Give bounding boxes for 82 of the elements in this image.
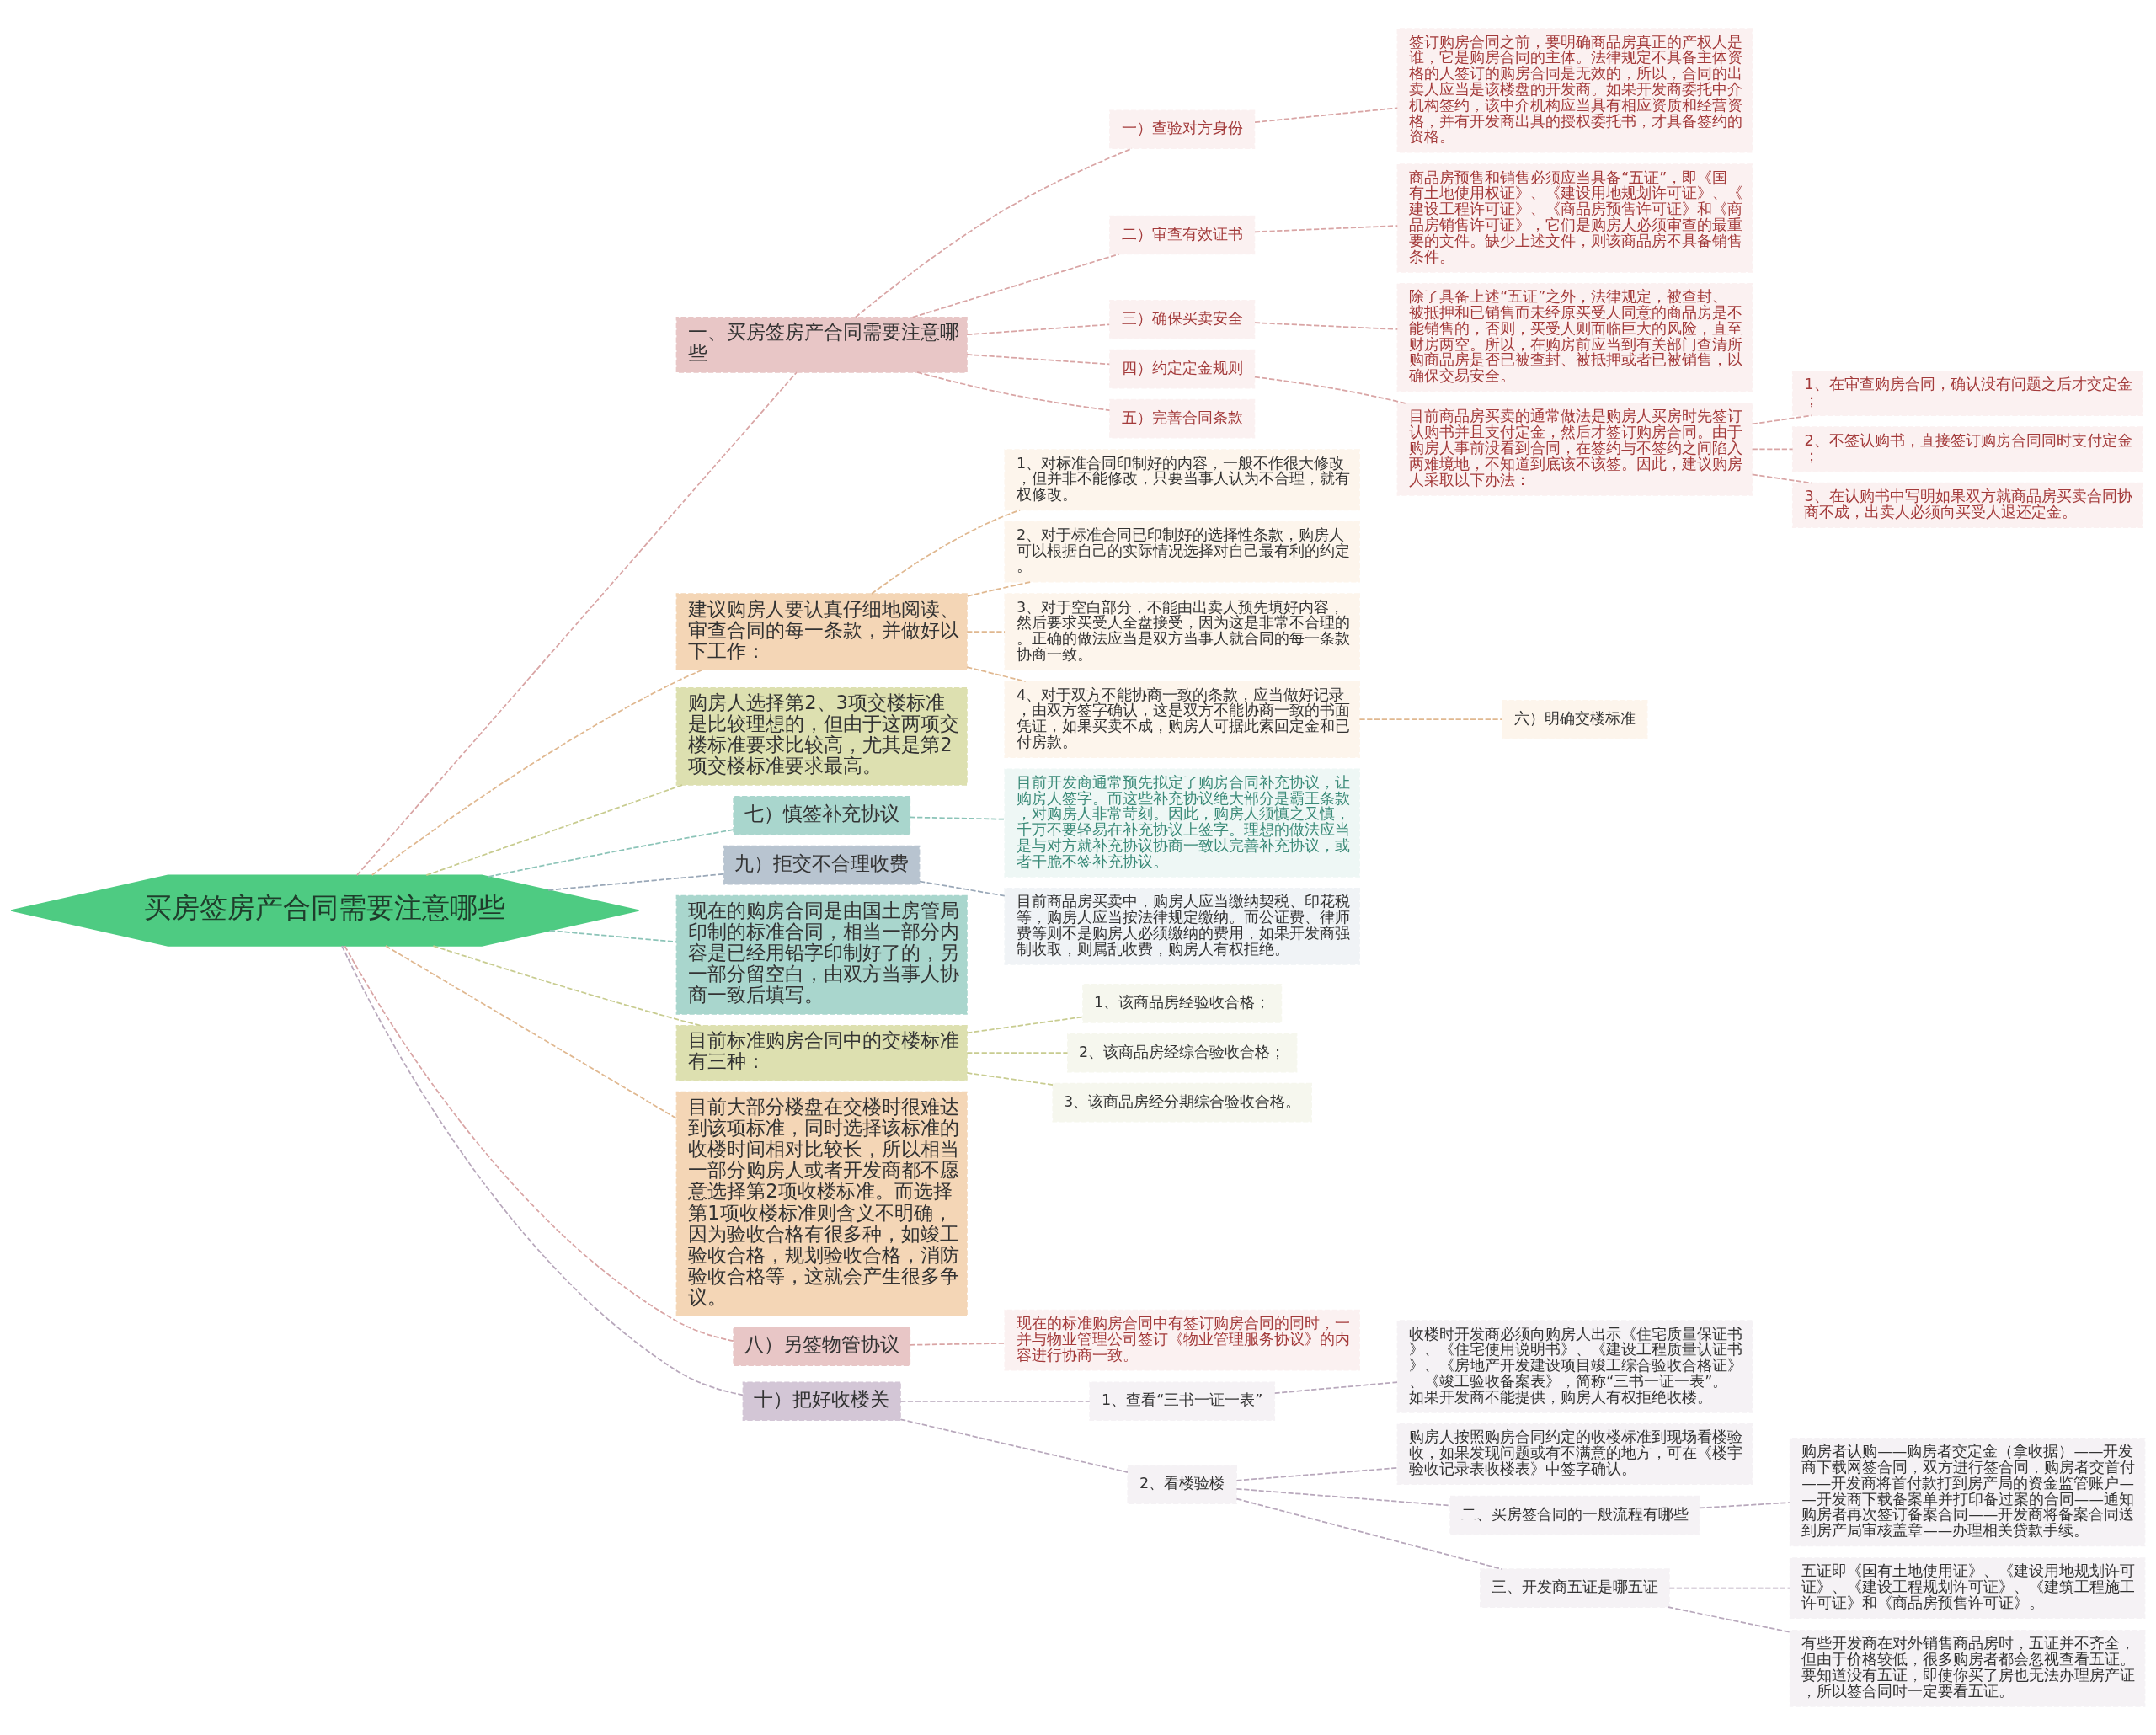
connector bbox=[1254, 376, 1406, 404]
connector bbox=[909, 1342, 1006, 1346]
connector bbox=[548, 930, 677, 943]
node-box: 一、买房签房产合同需要注意哪些 bbox=[675, 317, 968, 373]
connector bbox=[1235, 1497, 1502, 1570]
node-box: 购房者认购——购房者交定金（拿收据）——开发商下载网签合同，双方进行签合同，购房者交首付——开发商将首付款打到房产局的资金监管账户——开发商下载备案单并打印备过案的合同——通知购房者再次签订备案合同——开发商将备案合同送到房产局审核盖章——办理相关贷款手续。 bbox=[1789, 1437, 2146, 1547]
connector bbox=[385, 945, 678, 1119]
node-box: 二）审查有效证书 bbox=[1109, 215, 1256, 255]
node-box: 目前大部分楼盘在交楼时很难达到该项标准，同时选择该标准的收楼时间相对比较长，所以相当一部分购房人或者开发商都不愿意选择第2项收楼标准。而选择第1项收楼标准则含义不明确，因为验收合格有很多种，如竣工验收合格，规划验收合格，消防验收合格等，这就会产生很多争议。 bbox=[675, 1091, 968, 1317]
connector bbox=[966, 1016, 1084, 1034]
node-box: 九）拒交不合理收费 bbox=[723, 845, 921, 885]
connector bbox=[547, 873, 725, 891]
connector bbox=[355, 371, 798, 876]
connector bbox=[909, 816, 1006, 820]
node-box: 一）查验对方身份 bbox=[1109, 109, 1256, 149]
connector bbox=[432, 945, 702, 1027]
node-box: 3、该商品房经分期综合验收合格。 bbox=[1052, 1082, 1312, 1123]
connector bbox=[488, 829, 734, 878]
node-box: 八）另签物管协议 bbox=[733, 1327, 911, 1366]
node-box: 1、查看“三书一证一表” bbox=[1089, 1381, 1276, 1422]
node-box: 3、对于空白部分，不能由出卖人预先填好内容，然后要求买受人全盘接受，因为这是非常不合理的。正确的做法应当是双方当事人就合同的每一条款协商一致。 bbox=[1004, 593, 1360, 671]
node-box: 三）确保买卖安全 bbox=[1109, 299, 1256, 339]
connector bbox=[1751, 414, 1812, 425]
node-box: 2、对于标准合同已印制好的选择性条款，购房人可以根据自己的实际情况选择对自己最有利的约定。 bbox=[1004, 520, 1360, 583]
node-box: 商品房预售和销售必须应当具备“五证”，即《国有土地使用权证》、《建设用地规划许可证》、《建设工程许可证》、《商品房预售许可证》和《商品房销售许可证》，它们是购房人必须审查的最重要的文件。缺少上述文件，则该商品房不具备销售条件。 bbox=[1396, 163, 1753, 273]
node-box: 1、在审查购房合同，确认没有问题之后才交定金； bbox=[1791, 370, 2143, 417]
node-box: 建议购房人要认真仔细地阅读、审查合同的每一条款，并做好以下工作： bbox=[675, 593, 968, 671]
connector bbox=[1699, 1502, 1791, 1509]
node-box: 4、对于双方不能协商一致的条款，应当做好记录，由双方签字确认，这是双方不能协商一致的书面凭证，如果买卖不成，购房人可据此索回定金和已付房款。 bbox=[1004, 681, 1360, 759]
connector bbox=[1668, 1587, 1791, 1589]
connector bbox=[1235, 1467, 1399, 1481]
node-box: 除了具备上述“五证”之外，法律规定，被查封、被抵押和已销售而未经原买受人同意的商品房是不能销售的，否则，买受人则面临巨大的风险，直至财房两空。所以，在购房前应当到有关部门查清所购商品房是否已被查封、被抵押或者已被销售，以确保交易安全。 bbox=[1396, 282, 1753, 392]
node-box: 三、开发商五证是哪五证 bbox=[1480, 1568, 1670, 1608]
connector bbox=[916, 371, 1111, 412]
connector bbox=[966, 1052, 1069, 1054]
node-box: 购房人按照购房合同约定的收楼标准到现场看楼验收，如果发现问题或有不满意的地方，可在《楼宇验收记录表收楼表》中签字确认。 bbox=[1396, 1423, 1753, 1485]
connector bbox=[966, 354, 1111, 366]
connector bbox=[870, 509, 1021, 595]
node-box: 购房人选择第2、3项交楼标准是比较理想的，但由于这两项交楼标准要求比较高，尤其是第2项交楼标准要求最高。 bbox=[675, 686, 968, 786]
node-box: 有些开发商在对外销售商品房时，五证并不齐全，但由于价格较低，很多购房者都会忽视查看五证。要知道没有五证，即使你买了房也无法办理房产证，所以签合同时一定要看五证。 bbox=[1789, 1630, 2146, 1707]
connector bbox=[1751, 473, 1812, 484]
connector bbox=[371, 669, 703, 876]
node-box: 目前标准购房合同中的交楼标准有三种： bbox=[675, 1024, 968, 1081]
connector bbox=[1358, 718, 1503, 721]
node-box: 四）约定定金规则 bbox=[1109, 349, 1256, 389]
connector bbox=[1235, 1487, 1451, 1507]
node-box: 2、该商品房经综合验收合格； bbox=[1066, 1033, 1298, 1073]
node-box: 目前商品房买卖中，购房人应当缴纳契税、印花税等，购房人应当按法律规定缴纳。而公证费、律师费等则不是购房人必须缴纳的费用，如果开发商强制收取，则属乱收费，购房人有权拒绝。 bbox=[1004, 888, 1360, 965]
node-box: 1、对标准合同印制好的内容，一般不作很大修改，但并非不能修改，只要当事人认为不合理，就有权修改。 bbox=[1004, 449, 1360, 511]
node-box: 2、看楼验楼 bbox=[1127, 1465, 1237, 1505]
node-box: 目前开发商通常预先拟定了购房合同补充协议，让购房人签字。而这些补充协议绝大部分是霸王条款，对购房人非常苛刻。因此，购房人须慎之又慎，千万不要轻易在补充协议上签字。理想的做法应当是与对方就补充协议协商一致以完善补充协议，或者干脆不签补充协议。 bbox=[1004, 768, 1360, 878]
connector bbox=[966, 580, 1033, 597]
node-box: 六）明确交楼标准 bbox=[1502, 699, 1648, 739]
connector bbox=[425, 784, 684, 876]
node-box: 现在的标准购房合同中有签订购房合同的同时，一并与物业管理公司签订《物业管理服务协议》的内容进行协商一致。 bbox=[1004, 1309, 1360, 1371]
connector bbox=[911, 253, 1120, 318]
node-box: 二、买房签合同的一般流程有哪些 bbox=[1449, 1495, 1700, 1535]
node-box: 五）完善合同条款 bbox=[1109, 398, 1256, 439]
node-box: 五证即《国有土地使用证》、《建设用地规划许可证》、《建设工程规划许可证》、《建筑工程施工许可证》和《商品房预售许可证》。 bbox=[1789, 1557, 2146, 1620]
connector bbox=[966, 323, 1111, 336]
connector bbox=[1254, 107, 1399, 124]
connector bbox=[1751, 448, 1794, 451]
node-box: 十）把好收楼关 bbox=[742, 1381, 901, 1422]
connector bbox=[1273, 1381, 1398, 1394]
connector bbox=[1668, 1606, 1791, 1633]
connector bbox=[966, 1072, 1054, 1086]
connector bbox=[899, 1418, 1129, 1473]
node-box: 收楼时开发商必须向购房人出示《住宅质量保证书》、《住宅使用说明书》、《建设工程质量认证书》、《房地产开发建设项目竣工综合验收合格证》、《竣工验收备案表》，简称“三书一证一表”。如果开发商不能提供，购房人有权拒绝收楼。 bbox=[1396, 1320, 1753, 1413]
node-box: 目前商品房买卖的通常做法是购房人买房时先签订认购书并且支付定金，然后才签订购房合同。由于购房人事前没看到合同，在签约与不签约之间陷入两难境地，不知道到底该不该签。因此，建议购房人采取以下办法： bbox=[1396, 403, 1753, 496]
connector bbox=[966, 666, 1027, 682]
node-box: 现在的购房合同是由国土房管局印制的标准合同，相当一部分内容是已经用铅字印制好了的，另一部分留空白，由双方当事人协商一致后填写。 bbox=[675, 894, 968, 1015]
connector bbox=[919, 880, 1006, 897]
node-box: 签订购房合同之前，要明确商品房真正的产权人是谁，它是购房合同的主体。法律规定不具备主体资格的人签订的购房合同是无效的，所以，合同的出卖人应当是该楼盘的开发商。如果开发商委托中介机构签约，该中介机构应当具有相应资质和经营资格，并有开发商出具的授权委托书，才具备签约的资格。 bbox=[1396, 28, 1753, 153]
connector bbox=[855, 147, 1133, 318]
connector bbox=[899, 1400, 1091, 1402]
node-box: 1、该商品房经验收合格； bbox=[1082, 984, 1283, 1023]
connector bbox=[1254, 322, 1399, 330]
node-box: 2、不签认购书，直接签订购房合同同时支付定金； bbox=[1791, 426, 2143, 472]
connector bbox=[966, 631, 1006, 633]
node-box: 七）慎签补充协议 bbox=[733, 795, 911, 835]
connector bbox=[1254, 225, 1399, 233]
node-box: 3、在认购书中写明如果双方就商品房买卖合同协商不成，出卖人必须向买受人退还定金。 bbox=[1791, 482, 2143, 528]
